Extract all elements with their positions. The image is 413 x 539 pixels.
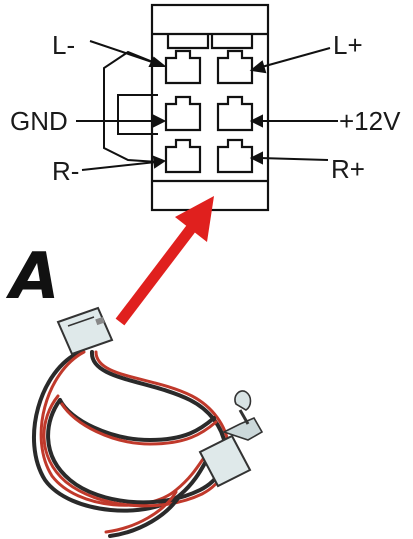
inline-plug bbox=[198, 390, 264, 488]
part-letter-a: A bbox=[5, 240, 60, 314]
pin-slot-r-plus bbox=[216, 138, 254, 174]
label-l-plus: L+ bbox=[333, 30, 363, 60]
leader-l-minus bbox=[89, 40, 167, 67]
leader-plus-12v bbox=[249, 114, 338, 128]
pin-slot-r-minus bbox=[164, 138, 202, 174]
label-plus-12v: +12V bbox=[339, 106, 401, 136]
label-gnd: GND bbox=[10, 106, 68, 136]
label-r-plus: R+ bbox=[331, 154, 365, 184]
connector-housing bbox=[150, 3, 270, 212]
terminal-cavities bbox=[164, 49, 254, 174]
plug-connector-a bbox=[56, 306, 114, 356]
cable-loops bbox=[31, 350, 231, 538]
leader-r-plus bbox=[249, 151, 329, 165]
label-l-minus: L- bbox=[52, 30, 75, 60]
leader-r-minus bbox=[81, 155, 167, 171]
pin-slot-l-minus bbox=[164, 49, 202, 85]
label-r-minus: R- bbox=[52, 156, 79, 186]
pin-slot-l-plus bbox=[216, 49, 254, 85]
pin-slot-gnd bbox=[164, 95, 202, 132]
red-arrow bbox=[115, 196, 214, 326]
leader-gnd bbox=[76, 114, 167, 128]
pin-slot-plus-12v bbox=[216, 95, 254, 132]
leader-lines bbox=[76, 40, 338, 171]
jumper-wires bbox=[103, 50, 159, 163]
leader-l-plus bbox=[249, 47, 331, 74]
